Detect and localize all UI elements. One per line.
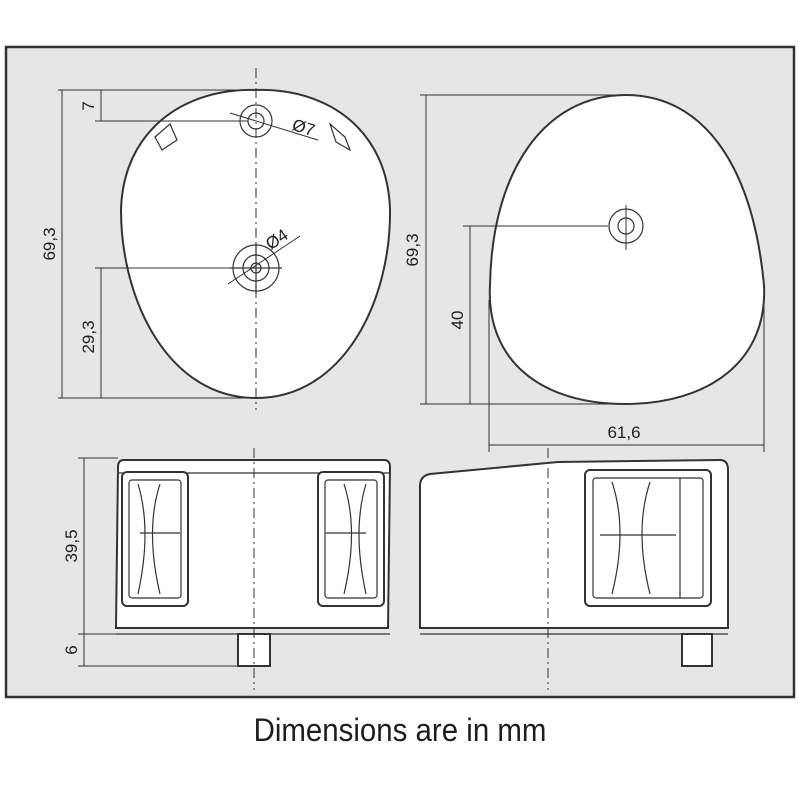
- front-lens-right-prism: [326, 483, 367, 595]
- dim-label-29-3: 29,3: [79, 320, 98, 353]
- front-view: [78, 448, 392, 690]
- top-view-tab-left: [154, 123, 178, 151]
- dim-label-7: 7: [79, 101, 98, 110]
- dimensions-caption: Dimensions are in mm: [253, 712, 547, 748]
- top-view: [58, 68, 392, 410]
- side-profile-stud: [681, 633, 713, 667]
- dim-label-top-69-3: 69,3: [40, 227, 59, 260]
- dim-label-39-5: 39,5: [62, 529, 81, 562]
- dim-label-side-69-3: 69,3: [403, 233, 422, 266]
- front-lens-left: [121, 471, 189, 607]
- front-lens-right-inner: [324, 479, 378, 599]
- side-profile-lens-inner: [592, 477, 704, 599]
- dim-label-6: 6: [62, 645, 81, 654]
- dimension-labels: 7 69,3 29,3 Ø7 Ø4 69,3 40 61,6 39,5 6: [40, 101, 641, 654]
- side-view-outline: [488, 93, 766, 406]
- front-lens-left-inner: [128, 479, 182, 599]
- side-view: [420, 93, 766, 452]
- dim-label-61-6: 61,6: [607, 423, 640, 442]
- center-hole-dia-leader: [227, 235, 301, 285]
- top-view-tab-right: [328, 122, 352, 152]
- front-lens-left-prism: [137, 483, 180, 595]
- side-profile-lens-prism: [600, 481, 676, 595]
- top-hole-dia-leader: [229, 112, 319, 141]
- side-profile-view: [419, 448, 729, 690]
- dim-label-40: 40: [448, 311, 467, 330]
- front-stud: [237, 633, 271, 667]
